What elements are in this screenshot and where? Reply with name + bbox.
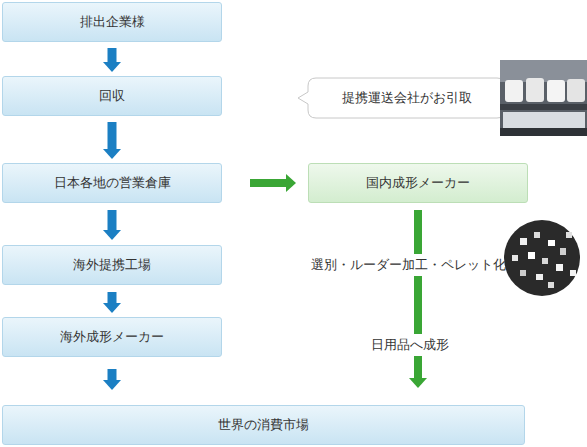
node-text: 世界の消費市場 xyxy=(218,417,309,433)
node-text: 海外成形メーカー xyxy=(60,329,164,345)
process-box: 海外提携工場 xyxy=(2,245,222,285)
step-note: 日用品へ成形 xyxy=(368,334,452,356)
flow-arrow xyxy=(108,122,117,149)
flow-arrow xyxy=(108,210,117,230)
process-box: 日本各地の営業倉庫 xyxy=(2,163,222,203)
flow-arrow xyxy=(250,179,286,187)
bubble-shape xyxy=(298,78,505,118)
node-text: 提携運送会社がお引取 xyxy=(342,90,472,106)
bags-photo xyxy=(500,60,587,136)
process-box: 回収 xyxy=(2,76,222,116)
node-text: 日本各地の営業倉庫 xyxy=(54,175,171,191)
flow-arrow xyxy=(108,292,117,303)
flow-arrow xyxy=(108,48,117,62)
node-text: 国内成形メーカー xyxy=(366,175,470,191)
process-box: 海外成形メーカー xyxy=(2,317,222,357)
pellets-photo xyxy=(504,220,580,296)
process-box: 国内成形メーカー xyxy=(308,163,528,203)
process-box: 排出企業様 xyxy=(2,2,222,42)
node-text: 海外提携工場 xyxy=(73,257,151,273)
edge-label: 選別・ルーダー加工・ペレット化 xyxy=(308,254,509,276)
node-text: 排出企業様 xyxy=(80,14,145,30)
flow-arrow xyxy=(108,369,117,380)
node-text: 回収 xyxy=(99,88,125,104)
process-box: 世界の消費市場 xyxy=(2,405,525,445)
callout-bubble: 提携運送会社がお引取 xyxy=(308,78,505,118)
